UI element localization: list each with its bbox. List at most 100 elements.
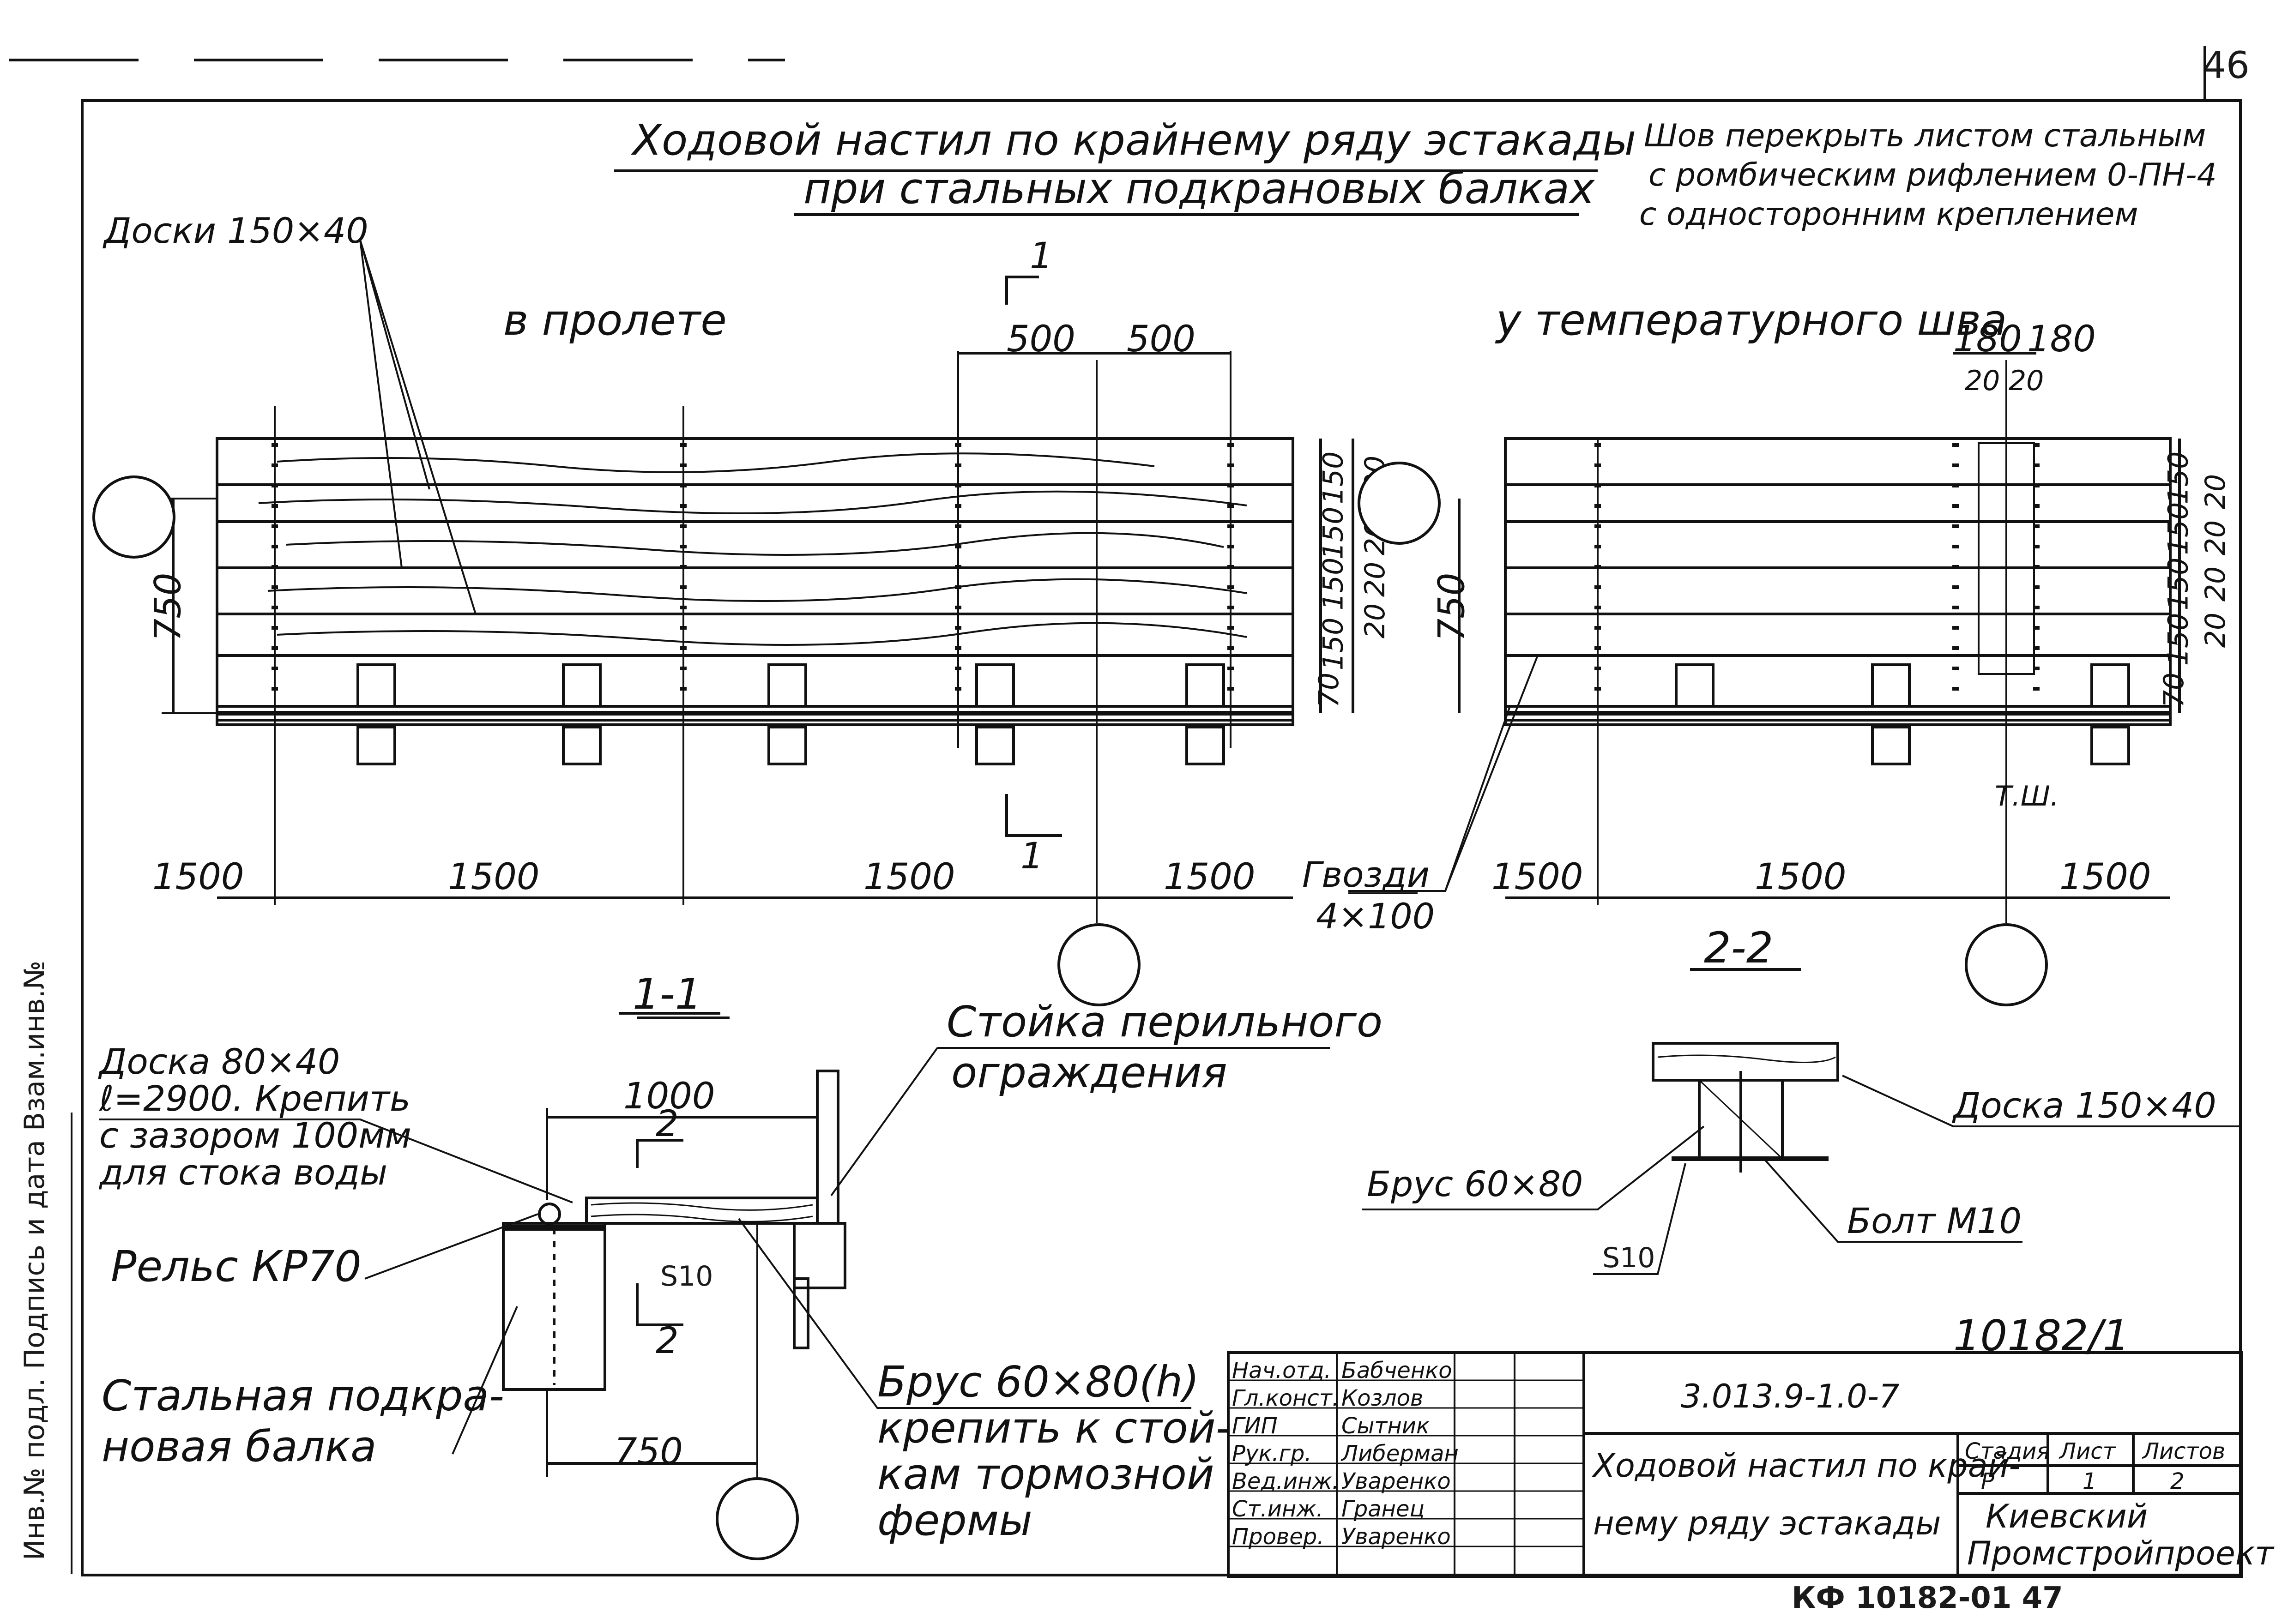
tb-role-2: ГИП bbox=[1232, 1413, 1278, 1439]
tb-role-1: Гл.конст. bbox=[1232, 1385, 1340, 1411]
dim-top-500-a: 500 bbox=[1007, 319, 1075, 360]
dim-right-20-3: 20 bbox=[1359, 561, 1392, 597]
tb-col-sheet: Лист bbox=[2059, 1438, 2116, 1464]
footer-code: КФ 10182-01 47 bbox=[1792, 1581, 2063, 1615]
tb-name-0: Бабченко bbox=[1341, 1358, 1452, 1383]
dim-750: 750 bbox=[614, 1431, 683, 1473]
dim-bottom-1500-b: 1500 bbox=[448, 856, 540, 898]
plate-s10-2-2: S10 bbox=[1602, 1242, 1655, 1274]
tb-stage: Р bbox=[1981, 1468, 1994, 1494]
side-stamp: Инв.№ подл. Подпись и дата Взам.инв.№ bbox=[18, 960, 51, 1560]
dim-r-right-150-3: 150 bbox=[2162, 557, 2195, 611]
tb-col-sheets: Листов bbox=[2143, 1438, 2226, 1464]
dim-r-right-150-1: 150 bbox=[2162, 451, 2195, 505]
dim-right-150-1: 150 bbox=[1317, 451, 1350, 505]
joint-label: Т.Ш. bbox=[1995, 780, 2059, 812]
dim-r-1500-b: 1500 bbox=[1755, 856, 1847, 898]
bar-label-4: фермы bbox=[877, 1496, 1032, 1545]
tb-sheet: 1 bbox=[2083, 1468, 2097, 1494]
bar-label-3: кам тормозной bbox=[877, 1450, 1214, 1499]
beam-label-2: новая балка bbox=[102, 1422, 377, 1471]
dim-bottom-1500-c: 1500 bbox=[863, 856, 955, 898]
board-label-3: с зазором 100мм bbox=[99, 1115, 411, 1156]
bar-60x80-label: Брус 60×80 bbox=[1367, 1163, 1583, 1204]
nails-label: Гвозди bbox=[1302, 854, 1430, 895]
doc-ref: 10182/1 bbox=[1953, 1311, 2130, 1360]
nails-size: 4×100 bbox=[1316, 896, 1435, 937]
dim-r-1500-a: 1500 bbox=[1491, 856, 1583, 898]
tb-role-5: Ст.инж. bbox=[1232, 1496, 1323, 1522]
plan-left-caption: в пролете bbox=[503, 295, 727, 345]
tb-sheets: 2 bbox=[2170, 1468, 2185, 1494]
tb-name-line1: Ходовой настил по край- bbox=[1593, 1447, 2021, 1485]
tb-name-5: Гранец bbox=[1341, 1496, 1425, 1522]
drawing-title-line1: Ходовой настил по крайнему ряду эстакады bbox=[633, 115, 1636, 165]
dim-right-70: 70 bbox=[1313, 672, 1346, 708]
dim-r-right-20-3: 20 bbox=[2199, 566, 2232, 602]
board-label-4: для стока воды bbox=[99, 1152, 388, 1193]
tb-role-6: Провер. bbox=[1232, 1524, 1324, 1550]
dim-r-right-20-1: 20 bbox=[2199, 474, 2232, 510]
note-line2: с ромбическим рифлением 0-ПН-4 bbox=[1648, 157, 2217, 193]
board-150-label: Доска 150×40 bbox=[1953, 1085, 2216, 1126]
board-label-2: ℓ=2900. Крепить bbox=[99, 1078, 411, 1119]
note-line1: Шов перекрыть листом стальным bbox=[1644, 118, 2206, 154]
post-label-1: Стойка перильного bbox=[947, 997, 1383, 1047]
dim-right-20-4: 20 bbox=[1359, 603, 1392, 639]
tb-role-4: Вед.инж. bbox=[1232, 1468, 1339, 1494]
section-2-mark-top: 2 bbox=[656, 1103, 679, 1145]
section-2-mark-bottom: 2 bbox=[656, 1320, 679, 1362]
section-2-2-caption: 2-2 bbox=[1704, 923, 1774, 973]
board-label-1: Доска 80×40 bbox=[99, 1041, 340, 1082]
dim-r-right-20-4: 20 bbox=[2199, 612, 2232, 648]
dim-right-150-4: 150 bbox=[1317, 617, 1350, 671]
rail-label: Рельс КР70 bbox=[111, 1242, 362, 1291]
dim-top-180-a: 180 bbox=[1953, 319, 2022, 360]
dim-right-150-3: 150 bbox=[1317, 557, 1350, 611]
tb-name-4: Уваренко bbox=[1341, 1468, 1451, 1494]
plate-s10-1-1: S10 bbox=[660, 1260, 713, 1293]
dim-top-20-b: 20 bbox=[2009, 365, 2044, 397]
bar-label-1: Брус 60×80(h) bbox=[877, 1357, 1200, 1407]
tb-org-line1: Киевский bbox=[1986, 1498, 2148, 1535]
post-label-2: ограждения bbox=[951, 1048, 1227, 1097]
dim-r-right-70: 70 bbox=[2158, 672, 2191, 708]
dim-1000: 1000 bbox=[623, 1076, 715, 1117]
axis-marker-bottom-left bbox=[1057, 923, 1141, 1006]
axis-marker-section bbox=[716, 1477, 799, 1560]
tb-name-2: Сытник bbox=[1341, 1413, 1430, 1439]
dim-bottom-1500-a: 1500 bbox=[152, 856, 244, 898]
dim-top-20-a: 20 bbox=[1965, 365, 2000, 397]
dim-r-right-150-4: 150 bbox=[2162, 613, 2195, 666]
tb-name-6: Уваренко bbox=[1341, 1524, 1451, 1550]
axis-marker-bottom-right bbox=[1965, 923, 2048, 1006]
bar-label-2: крепить к стой- bbox=[877, 1403, 1231, 1453]
section-mark-1-bottom: 1 bbox=[1020, 836, 1044, 877]
dim-r-right-150-2: 150 bbox=[2162, 502, 2195, 555]
tb-org-line2: Промстройпроект bbox=[1967, 1534, 2274, 1572]
dim-top-500-b: 500 bbox=[1127, 319, 1195, 360]
axis-marker-mid bbox=[1358, 462, 1441, 545]
tb-name-1: Козлов bbox=[1341, 1385, 1424, 1411]
section-1-1-caption: 1-1 bbox=[633, 969, 702, 1019]
drawing-frame bbox=[81, 99, 2242, 1576]
dim-r-right-20-2: 20 bbox=[2199, 520, 2232, 556]
boards-label: Доски 150×40 bbox=[104, 210, 368, 251]
bolt-label: Болт М10 bbox=[1847, 1200, 2022, 1241]
tb-code: 3.013.9-1.0-7 bbox=[1681, 1377, 1900, 1415]
tb-name-3: Либерман bbox=[1341, 1441, 1459, 1467]
section-mark-1-top: 1 bbox=[1030, 235, 1053, 277]
dim-height-750: 750 bbox=[147, 572, 189, 642]
dim-bottom-1500-d: 1500 bbox=[1164, 856, 1256, 898]
note-line3: с односторонним креплением bbox=[1639, 196, 2138, 233]
tb-col-stage: Стадия bbox=[1965, 1438, 2050, 1464]
dim-right-150-2: 150 bbox=[1317, 506, 1350, 560]
tb-name-line2: нему ряду эстакады bbox=[1593, 1504, 1941, 1542]
beam-label-1: Стальная подкра- bbox=[102, 1371, 504, 1420]
axis-marker-left bbox=[92, 475, 175, 559]
dim-top-180-b: 180 bbox=[2027, 319, 2096, 360]
drawing-title-line2: при стальных подкрановых балках bbox=[803, 164, 1595, 213]
dim-r-1500-c: 1500 bbox=[2059, 856, 2151, 898]
tb-role-3: Рук.гр. bbox=[1232, 1441, 1312, 1467]
